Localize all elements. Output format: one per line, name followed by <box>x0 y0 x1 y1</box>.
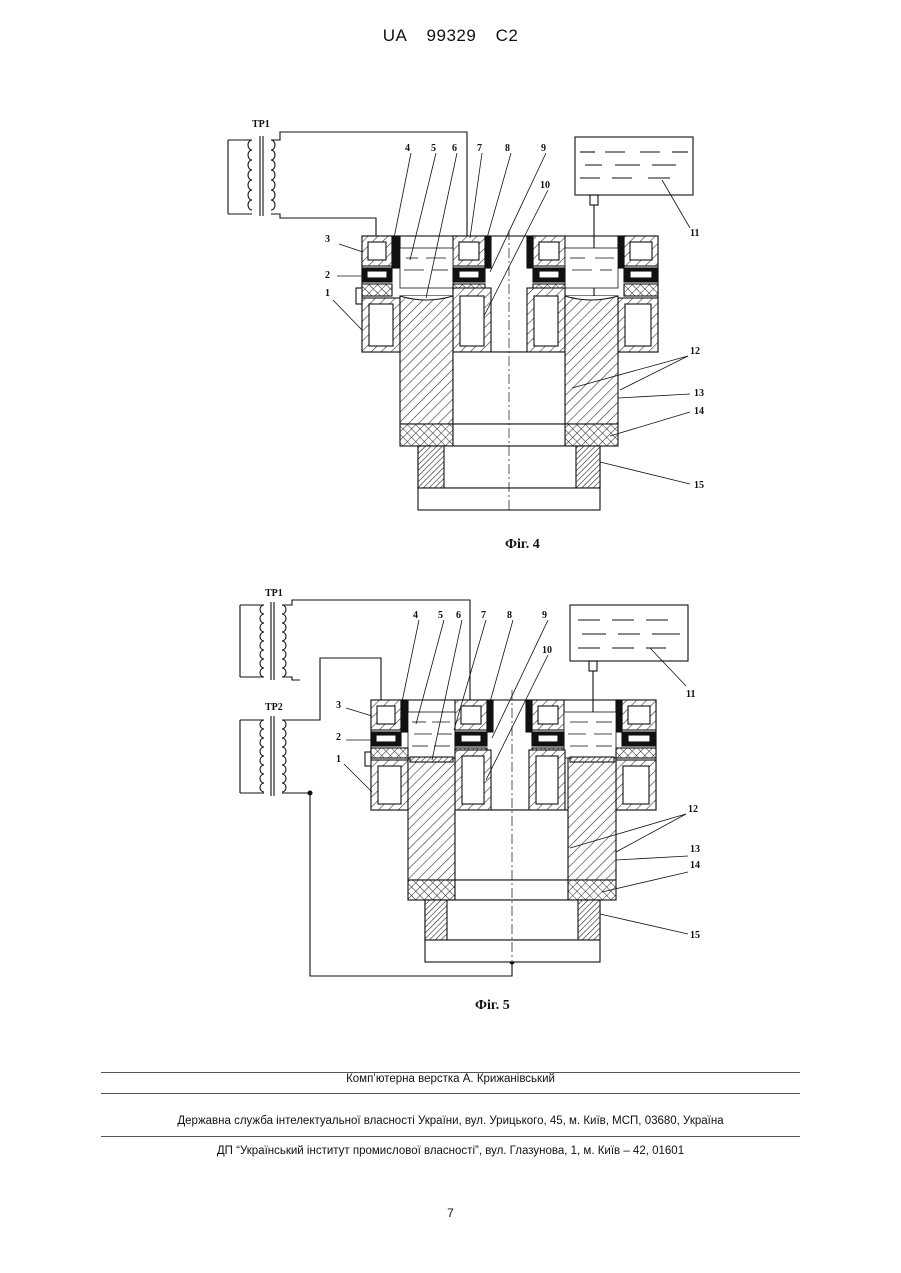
fig5-label-5: 5 <box>438 610 443 621</box>
footer-institute: ДП “Український інститут промислової вла… <box>0 1145 901 1157</box>
fig5-label-10: 10 <box>542 645 552 656</box>
fig5-label-1: 1 <box>336 754 341 765</box>
figure-5-drawing: TP1 TP2 <box>0 0 901 1000</box>
footer-service: Державна служба інтелектуальної власност… <box>0 1115 901 1127</box>
fig5-label-15: 15 <box>690 930 700 941</box>
page-number: 7 <box>0 1206 901 1220</box>
fig5-label-8: 8 <box>507 610 512 621</box>
footer-rule-3 <box>101 1136 800 1137</box>
footer-layout-credit: Комп’ютерна верстка А. Крижанівський <box>0 1073 901 1085</box>
fig5-label-11: 11 <box>686 689 695 700</box>
fig5-label-3: 3 <box>336 700 341 711</box>
fig5-label-6: 6 <box>456 610 461 621</box>
fig5-label-2: 2 <box>336 732 341 743</box>
fig5-label-9: 9 <box>542 610 547 621</box>
fig5-label-14: 14 <box>690 860 700 871</box>
fig5-label-tp2: TP2 <box>265 702 283 713</box>
fig5-label-12: 12 <box>688 804 698 815</box>
footer-rule-2 <box>101 1093 800 1094</box>
figure-5-caption: Фіг. 5 <box>475 998 510 1014</box>
fig5-label-tp1: TP1 <box>265 588 283 599</box>
fig5-transformer-tp1 <box>240 600 470 700</box>
fig5-label-4: 4 <box>413 610 418 621</box>
fig5-label-7: 7 <box>481 610 486 621</box>
fig5-label-13: 13 <box>690 844 700 855</box>
